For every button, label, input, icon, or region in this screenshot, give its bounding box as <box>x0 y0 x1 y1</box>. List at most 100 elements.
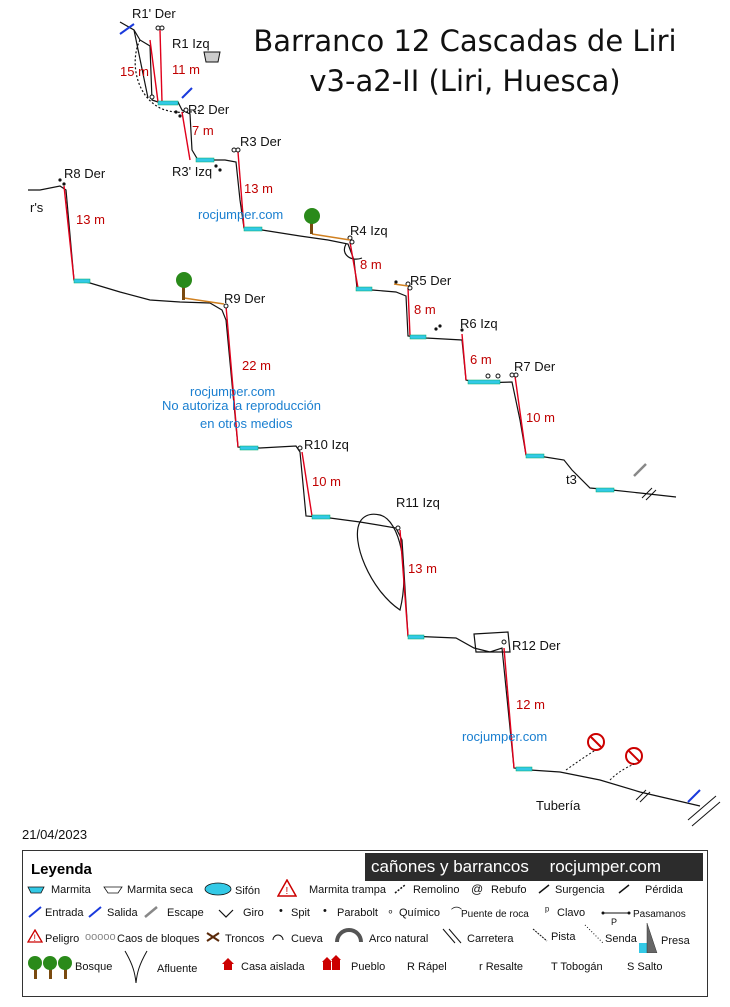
legend-item: Senda <box>605 933 637 945</box>
legend-item: Caos de bloques <box>117 933 200 945</box>
arco-icon <box>335 928 363 943</box>
legend-item: Carretera <box>467 933 514 945</box>
watermark: No autoriza la reproducción <box>162 398 321 413</box>
legend-item: Pasamanos <box>633 909 686 920</box>
legend-item: Bosque <box>75 961 113 973</box>
tuberia-label: Tubería <box>536 798 581 813</box>
sifon-icon <box>204 882 232 896</box>
salida-icon <box>88 906 102 918</box>
legend-item: Giro <box>243 907 264 919</box>
pueblo-icon <box>322 955 341 970</box>
legend-item: Puente de roca <box>461 909 529 920</box>
senda-p-icon: P <box>611 917 618 927</box>
length-label: 12 m <box>516 697 545 712</box>
legend-item: Remolino <box>413 884 460 896</box>
spit-icon: • <box>279 905 283 917</box>
length-label: 6 m <box>470 352 492 367</box>
watermark: rocjumper.com <box>198 207 284 222</box>
legend-item: Marmita trampa <box>309 884 387 896</box>
rappel-label: R11 Izq <box>396 495 440 510</box>
entry-exit-arrows <box>119 23 701 803</box>
legend-item: Marmita seca <box>127 884 194 896</box>
legend-item: Rebufo <box>491 884 527 896</box>
rappel-label: R1' Der <box>132 6 176 21</box>
rappel-label: R10 Izq <box>304 437 349 452</box>
casa-icon <box>222 958 234 970</box>
legend-item: Casa aislada <box>241 961 305 973</box>
legend-item: Arco natural <box>369 933 429 945</box>
puente-roca-icon: ⌒ <box>451 907 462 919</box>
legend-item: Spit <box>291 907 310 919</box>
cueva-icon <box>272 934 284 941</box>
length-label: 13 m <box>244 181 273 196</box>
legend-item: Pérdida <box>645 884 683 896</box>
rebufo-icon: @ <box>471 882 484 896</box>
legend-item: Salida <box>107 907 138 919</box>
rappel-label: R1 Izq <box>172 36 210 51</box>
legend-item: T Tobogán <box>551 961 603 973</box>
legend-box: Leyenda cañones y barrancos rocjumper.co… <box>22 850 708 997</box>
afluente-icon <box>124 950 148 984</box>
banner-left-text: cañones y barrancos <box>371 857 529 876</box>
length-label: 7 m <box>192 123 214 138</box>
legend-item: Troncos <box>225 933 265 945</box>
title-line1: Barranco 12 Cascadas de Liri <box>253 24 677 58</box>
rappel-label: R6 Izq <box>460 316 498 331</box>
perdida-icon <box>618 884 630 894</box>
legend-item: Pueblo <box>351 961 386 973</box>
legend-banner: cañones y barrancos rocjumper.com <box>365 853 703 881</box>
pasamanos-icon <box>601 911 631 915</box>
date-label: 21/04/2023 <box>22 827 88 842</box>
length-label: 11 m <box>172 62 200 77</box>
rappel-label: R9 Der <box>224 291 266 306</box>
legend-item: Surgencia <box>555 884 605 896</box>
carretera-icon <box>442 928 462 944</box>
bosque-icon <box>28 956 72 979</box>
length-label: 22 m <box>242 358 271 373</box>
rappel-label: R12 Der <box>512 638 561 653</box>
length-label: 8 m <box>414 302 436 317</box>
legend-item: Pista <box>551 931 576 943</box>
parabolt-icon: • <box>323 905 327 917</box>
caos-icon: ooooo <box>85 931 116 943</box>
legend-item: Clavo <box>557 907 586 919</box>
road-marks <box>635 487 721 827</box>
canyon-profile <box>28 21 701 807</box>
canyon-topo-drawing <box>28 21 721 827</box>
legend-item: Químico <box>399 907 440 919</box>
rappel-label: R2 Der <box>188 102 230 117</box>
legend-item: S Salto <box>627 961 663 973</box>
banner-right-text: rocjumper.com <box>549 857 662 876</box>
legend-item: Sifón <box>235 885 261 897</box>
legend-item: r Resalte <box>479 961 524 973</box>
tree-icons <box>176 208 320 300</box>
watermark: rocjumper.com <box>190 384 276 399</box>
t3-label: t3 <box>566 472 577 487</box>
remolino-icon <box>394 884 406 894</box>
length-label: 15 m <box>120 64 149 79</box>
legend-item: Parabolt <box>337 907 378 919</box>
senda-icon <box>584 924 604 944</box>
marmita-trampa-icon: ! <box>277 879 297 897</box>
rappel-label: R7 Der <box>514 359 556 374</box>
escape-icon <box>144 906 158 918</box>
watermark: rocjumper.com <box>462 729 548 744</box>
marmita-icon <box>27 886 45 894</box>
rappel-label: R4 Izq <box>350 223 388 238</box>
entrada-icon <box>28 906 42 918</box>
surgencia-icon <box>538 884 550 894</box>
rappel-label: R3 Der <box>240 134 282 149</box>
quimico-icon: ∘ <box>387 906 394 918</box>
no-entry-icons <box>565 733 643 781</box>
legend-item: Afluente <box>157 963 198 975</box>
length-label: 10 m <box>526 410 555 425</box>
legend-item: Cueva <box>291 933 323 945</box>
rappel-label: R5 Der <box>410 273 452 288</box>
legend-item: Escape <box>167 907 204 919</box>
legend-item: R Rápel <box>407 961 447 973</box>
peligro-icon: ! <box>27 929 43 943</box>
legend-title: Leyenda <box>31 861 92 878</box>
troncos-icon <box>206 932 220 942</box>
pools <box>73 100 615 772</box>
anchors <box>149 25 519 645</box>
